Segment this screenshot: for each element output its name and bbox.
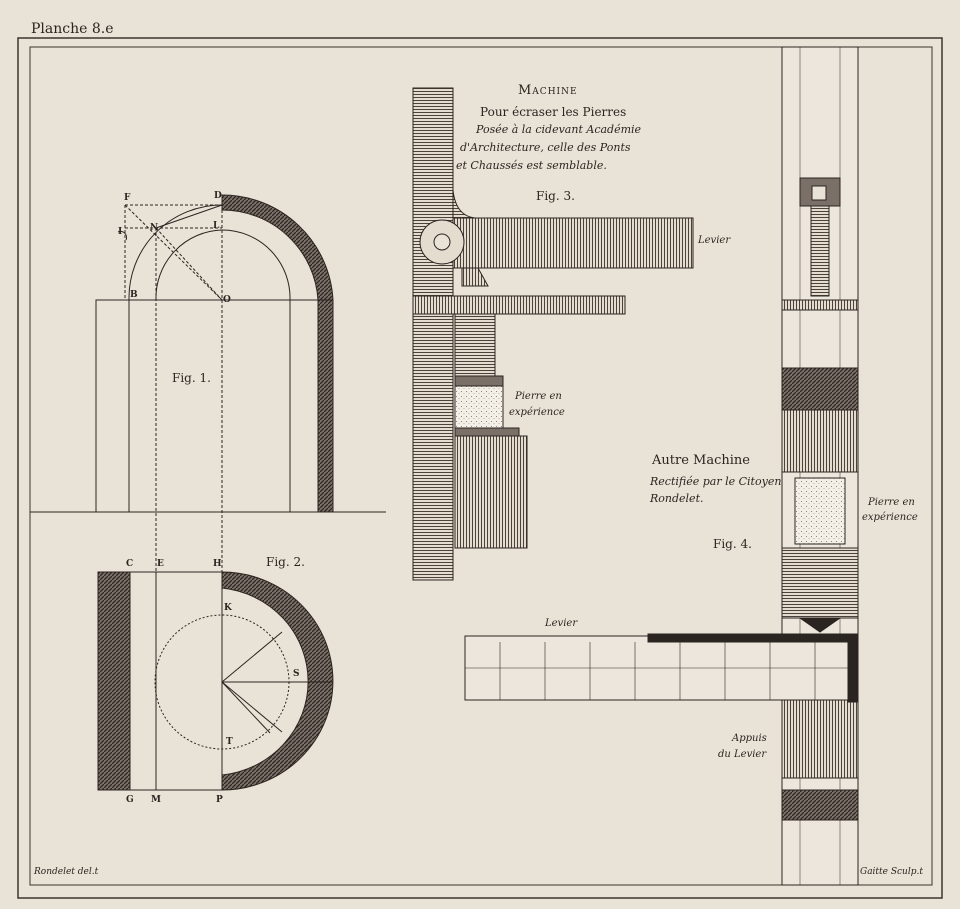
letter-M: M [151,795,161,805]
draughtsman-credit: Rondelet del.t [34,867,99,877]
fig2-vault-plan [97,571,334,791]
fig1-label: Fig. 1. [172,371,211,385]
fig3-label: Fig. 3. [536,189,575,203]
du-levier-label: du Levier [718,749,767,760]
outer-border [17,37,943,899]
letter-P: P [216,795,223,805]
letter-G: G [126,795,134,805]
machine-line2: Posée à la cidevant Académie [476,123,642,136]
levier-label-fig3: Levier [698,235,731,246]
letter-H: H [213,559,222,569]
fig3-machine [412,87,694,581]
letter-C: C [126,559,134,569]
fig2-label: Fig. 2. [266,555,305,569]
letter-S: S [293,669,300,679]
letter-N: N [150,223,159,233]
inner-border [29,46,933,886]
experience-label-fig4: expérience [862,512,918,523]
letter-K: K [224,603,232,613]
machine-line3: d'Architecture, celle des Ponts [460,141,631,154]
letter-B: B [130,290,138,300]
machine-line4: et Chaussés est semblable. [456,159,607,172]
fig1-vault-elevation [30,194,386,650]
fig4-machine [464,46,859,886]
pierre-label-fig4: Pierre en [868,497,915,508]
fig4-label: Fig. 4. [713,537,752,551]
autre-line1: Rectifiée par le Citoyen [650,475,782,488]
letter-F: F [124,193,131,203]
letter-O: O [223,295,231,305]
plate-number: Planche 8.e [31,21,114,37]
letter-L: L [213,221,220,231]
machine-line1: Pour écraser les Pierres [480,105,627,119]
engraver-credit: Gaitte Sculp.t [860,867,923,877]
autre-line2: Rondelet. [650,492,704,505]
letter-D: D [214,191,222,201]
letter-I: I [118,227,123,237]
machine-title: Machine [518,83,578,98]
letter-T: T [226,737,233,747]
levier-label-fig4: Levier [545,618,578,629]
letter-E: E [157,559,164,569]
appuis-label: Appuis [732,733,767,744]
pierre-label-fig3: Pierre en [515,391,562,402]
experience-label-fig3: expérience [509,407,565,418]
autre-title: Autre Machine [652,453,750,468]
